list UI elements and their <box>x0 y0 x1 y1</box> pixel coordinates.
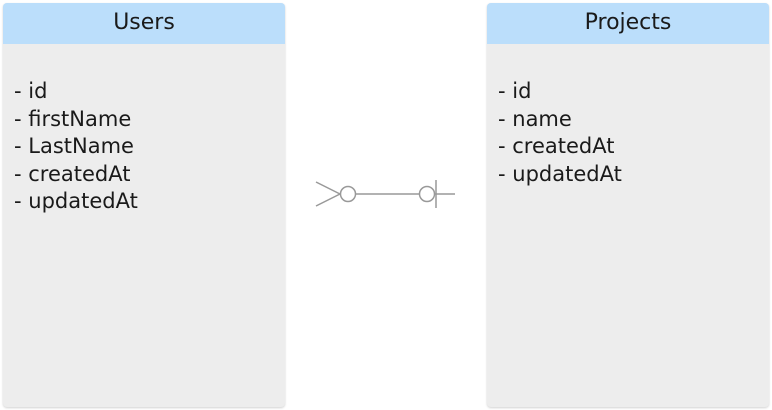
attribute-item: - updatedAt <box>498 161 622 186</box>
entity-header: Users <box>3 3 285 44</box>
entity-users[interactable]: Users - id - firstName - LastName - crea… <box>3 3 285 407</box>
attribute-item: - createdAt <box>14 161 131 186</box>
zero-marker-left <box>339 185 357 203</box>
crowfoot-upper-line <box>315 181 341 195</box>
attribute-item: - id <box>498 79 532 103</box>
attribute-list: - id - name - createdAt - updatedAt <box>487 44 769 188</box>
attribute-item: - updatedAt <box>14 189 138 213</box>
attribute-item: - name <box>498 106 572 131</box>
crowfoot-lower-line <box>315 193 341 207</box>
attribute-item: - firstName <box>14 106 132 131</box>
entity-projects[interactable]: Projects - id - name - createdAt - updat… <box>487 3 769 407</box>
entity-header: Projects <box>487 3 769 44</box>
attribute-list: - id - firstName - LastName - createdAt … <box>3 44 285 216</box>
zero-marker-right <box>418 185 436 203</box>
attribute-item: - LastName <box>14 134 134 158</box>
relationship-connector[interactable] <box>312 176 458 212</box>
attribute-item: - createdAt <box>498 134 615 158</box>
attribute-item: - id <box>14 79 48 103</box>
